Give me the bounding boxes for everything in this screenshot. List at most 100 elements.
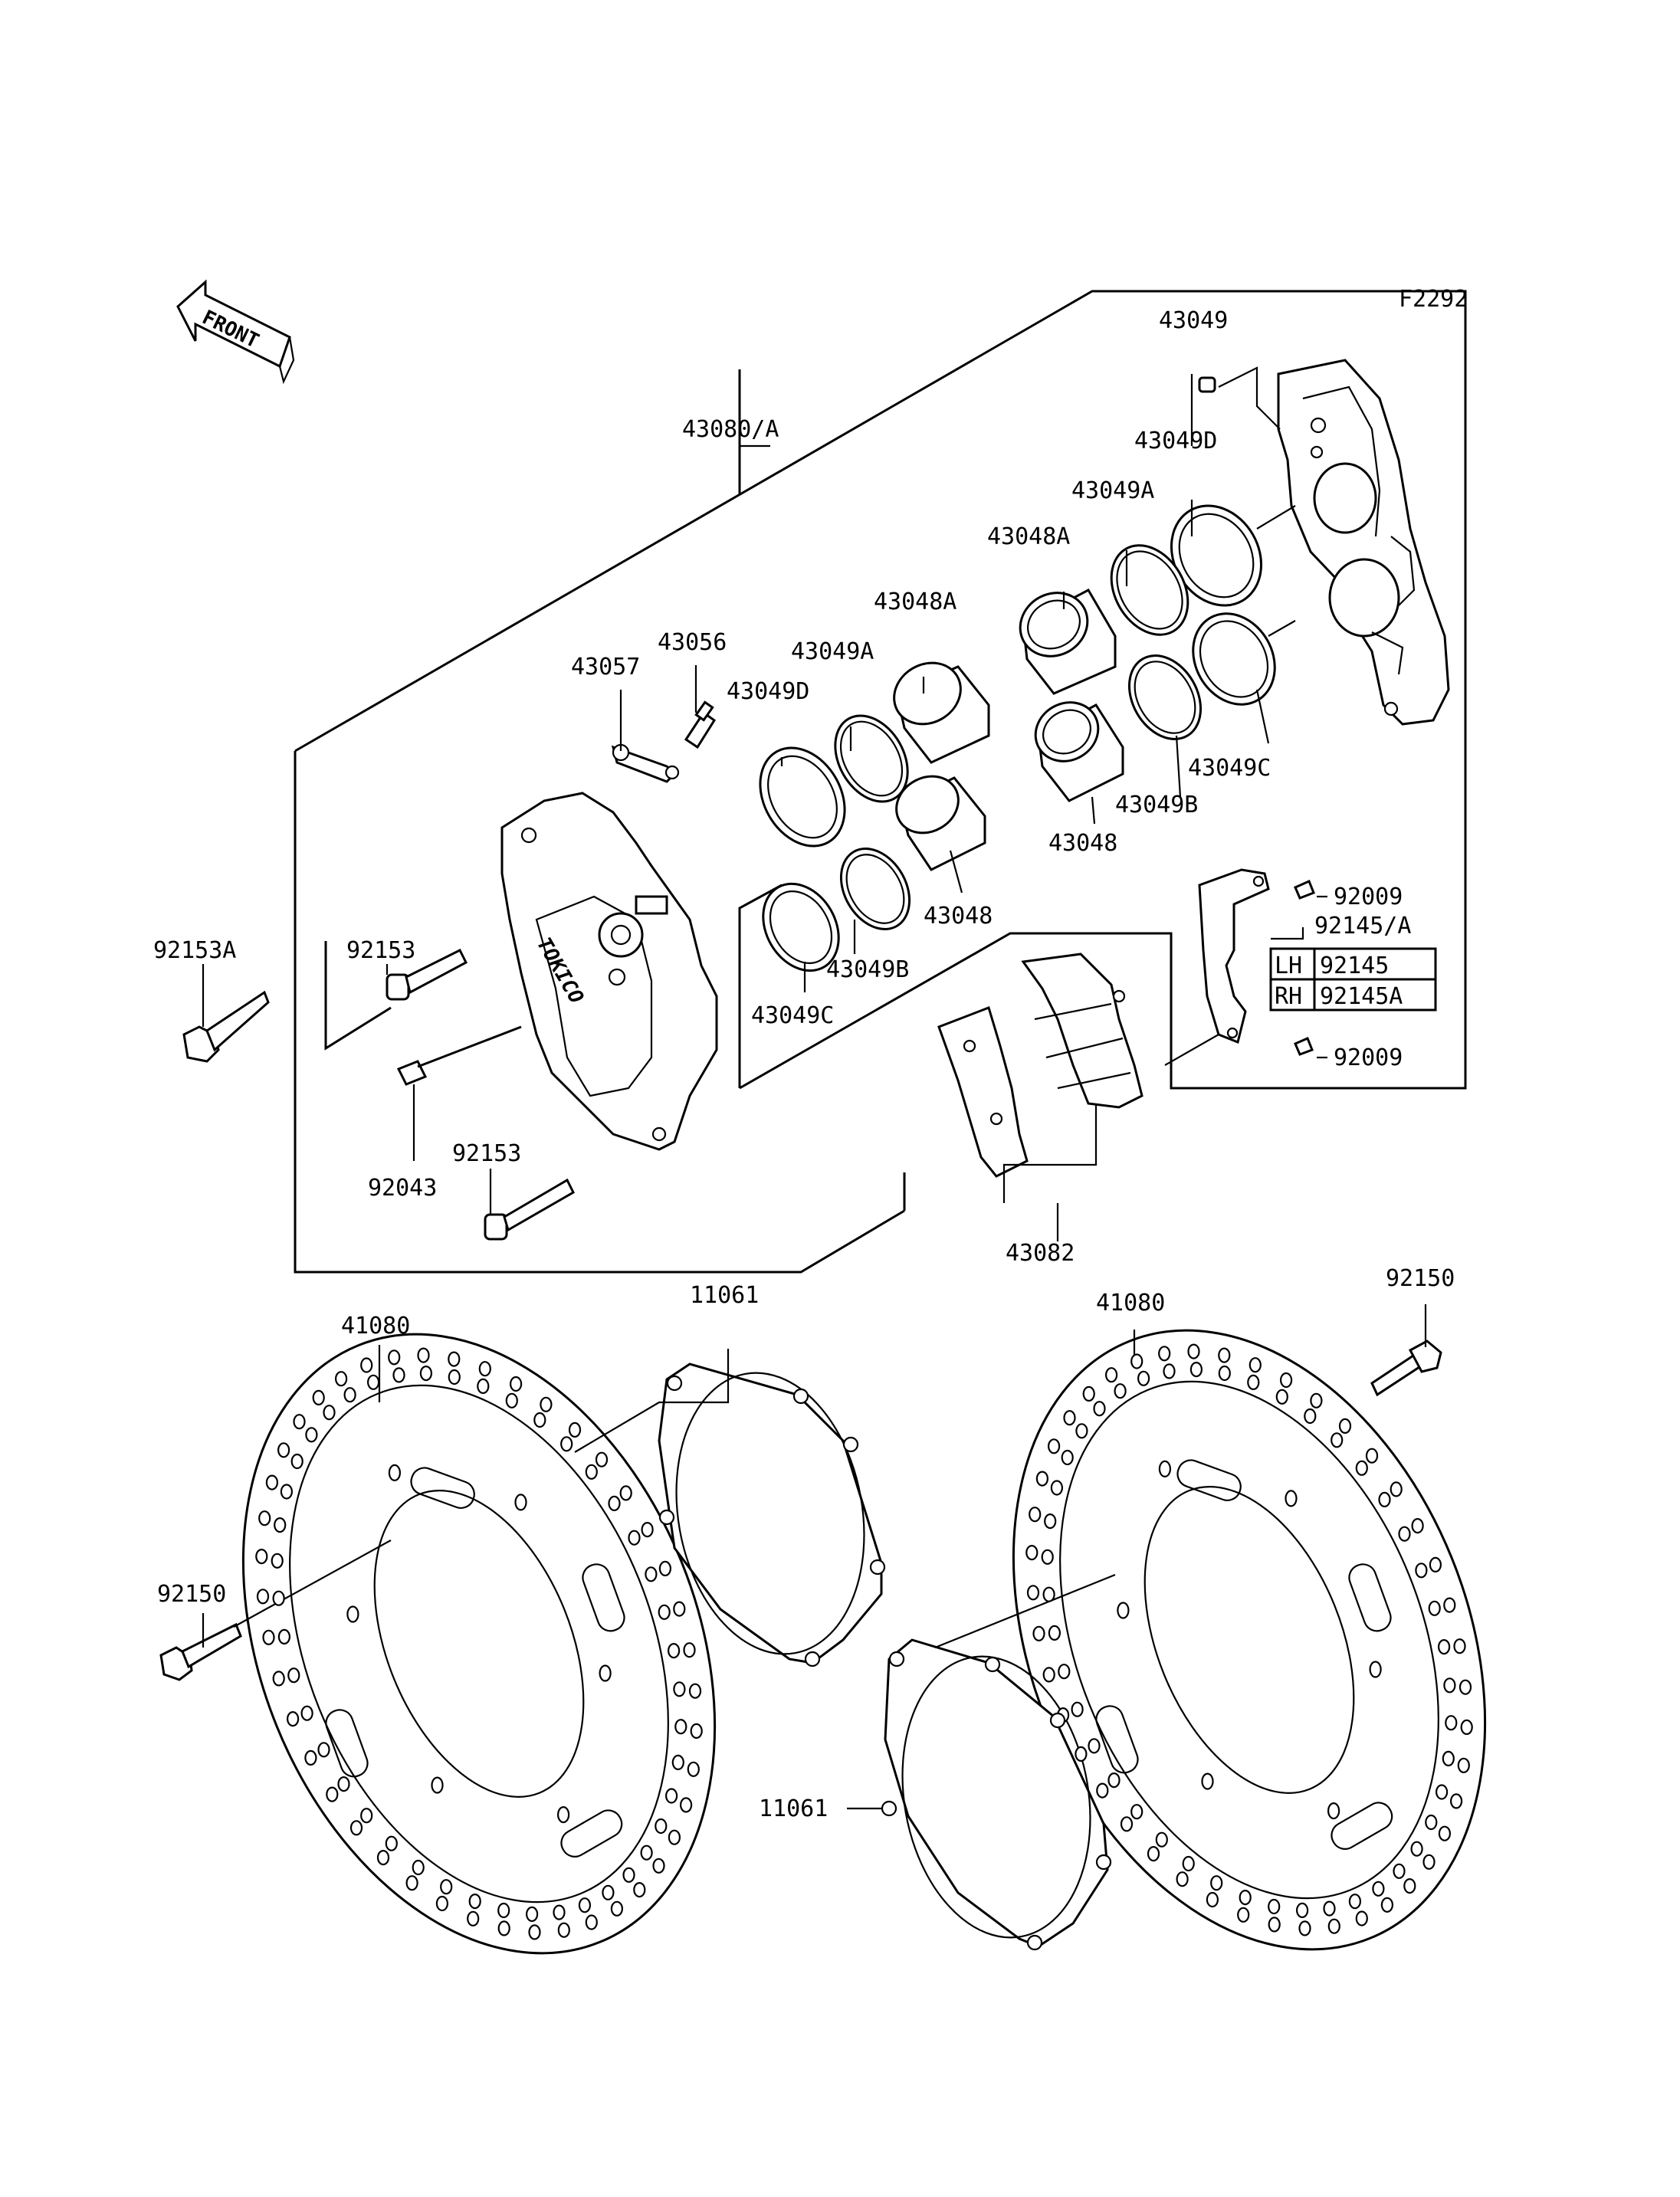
label-43048-right: 43048 bbox=[1048, 830, 1117, 857]
right-disc-cooling-hole bbox=[1107, 1772, 1121, 1789]
right-disc-cooling-hole bbox=[1210, 1875, 1223, 1891]
left-disc-cooling-hole bbox=[687, 1761, 700, 1777]
table-row-0-part: 92145 bbox=[1320, 953, 1389, 979]
right-disc-cooling-hole bbox=[1268, 1898, 1281, 1915]
right-disc-cooling-hole bbox=[1338, 1418, 1352, 1435]
right-disc-cooling-hole bbox=[1327, 1918, 1340, 1934]
right-disc-cooling-hole bbox=[1460, 1719, 1473, 1735]
left-disc-cooling-hole bbox=[533, 1412, 546, 1428]
right-disc-cooling-hole bbox=[1218, 1365, 1231, 1382]
label-43049a-mid: 43049A bbox=[791, 638, 874, 665]
label-43049: 43049 bbox=[1159, 307, 1228, 334]
right-disc-cooling-hole bbox=[1295, 1902, 1309, 1918]
right-disc-cooling-hole bbox=[1176, 1871, 1189, 1887]
right-disc-cooling-hole bbox=[1304, 1408, 1317, 1425]
right-disc-cooling-hole bbox=[1459, 1679, 1472, 1695]
label-43048a-mid: 43048A bbox=[874, 589, 956, 615]
label-92153-top: 92153 bbox=[346, 937, 415, 964]
left-disc-cooling-hole bbox=[417, 1347, 430, 1363]
left-disc-cooling-hole bbox=[255, 1548, 268, 1565]
left-disc-cooling-hole bbox=[645, 1566, 658, 1582]
label-43057: 43057 bbox=[571, 654, 640, 680]
label-43049c-right: 43049C bbox=[1188, 755, 1271, 782]
part-labels: 43080/A 43049 43049D 43049A 43048A 43048… bbox=[153, 307, 1455, 1822]
left-disc-cooling-hole bbox=[477, 1378, 490, 1395]
right-disc-cooling-hole bbox=[1422, 1854, 1436, 1870]
right-disc-cooling-hole bbox=[1063, 1410, 1076, 1426]
label-41080-left: 41080 bbox=[341, 1313, 410, 1340]
left-disc-cooling-hole bbox=[440, 1879, 453, 1895]
left-disc-cooling-hole bbox=[256, 1589, 270, 1605]
left-disc-cooling-hole bbox=[674, 1719, 687, 1735]
left-disc-cooling-hole bbox=[262, 1629, 275, 1645]
right-brake-disc-41080 bbox=[1012, 1329, 1487, 1951]
right-disc-cooling-hole bbox=[1372, 1881, 1385, 1897]
left-disc-cooling-hole bbox=[412, 1859, 425, 1876]
spacer-ring-bolt-hole bbox=[984, 1656, 1001, 1673]
right-caliper-half bbox=[1277, 359, 1450, 726]
left-disc-cooling-hole bbox=[293, 1414, 306, 1430]
right-disc-cooling-hole bbox=[1032, 1625, 1045, 1641]
left-disc-cooling-hole bbox=[405, 1875, 418, 1891]
left-disc-cooling-hole bbox=[435, 1895, 449, 1912]
left-disc-cooling-hole bbox=[540, 1396, 553, 1412]
left-disc-mount-hole bbox=[346, 1605, 359, 1623]
right-disc-cooling-hole bbox=[1425, 1814, 1438, 1831]
right-disc-cooling-hole bbox=[1429, 1556, 1442, 1573]
left-disc-cooling-hole bbox=[608, 1495, 621, 1512]
right-disc-cooling-hole bbox=[1268, 1917, 1281, 1933]
left-disc-cooling-hole bbox=[688, 1683, 702, 1699]
left-disc-cooling-hole bbox=[497, 1902, 510, 1919]
left-disc-cooling-hole bbox=[272, 1590, 285, 1606]
middle-seals-pistons bbox=[759, 661, 990, 972]
right-disc-cooling-hole bbox=[1378, 1491, 1391, 1508]
left-disc-cooling-hole bbox=[305, 1427, 318, 1443]
left-disc-cooling-hole bbox=[290, 1453, 304, 1470]
left-disc-cooling-hole bbox=[664, 1788, 678, 1804]
brake-pads-43082 bbox=[937, 953, 1144, 1178]
left-disc-cooling-hole bbox=[497, 1920, 510, 1936]
left-disc-cooling-hole bbox=[448, 1351, 461, 1367]
right-disc-cooling-hole bbox=[1410, 1841, 1423, 1857]
left-disc-cooling-hole bbox=[349, 1820, 363, 1836]
left-disc-cooling-hole bbox=[272, 1671, 285, 1687]
right-disc-cooling-hole bbox=[1355, 1910, 1368, 1926]
left-disc-cooling-hole bbox=[679, 1797, 693, 1813]
left-disc-cooling-hole bbox=[385, 1835, 398, 1851]
right-disc-cooling-hole bbox=[1029, 1507, 1042, 1523]
label-43049d-mid: 43049D bbox=[727, 678, 809, 705]
right-disc-cooling-hole bbox=[1075, 1423, 1088, 1439]
left-disc-cooling-hole bbox=[312, 1389, 325, 1406]
bolt-92153-top bbox=[386, 948, 468, 1001]
right-disc-cooling-hole bbox=[1042, 1586, 1055, 1602]
left-disc-cooling-hole bbox=[304, 1749, 317, 1766]
right-disc-cooling-hole bbox=[1035, 1471, 1049, 1487]
label-43048-mid: 43048 bbox=[924, 903, 993, 930]
right-disc-cooling-hole bbox=[1428, 1600, 1441, 1616]
label-92153a: 92153A bbox=[153, 937, 236, 964]
left-disc-cooling-hole bbox=[343, 1387, 356, 1403]
left-disc-cooling-hole bbox=[509, 1376, 523, 1392]
left-disc-cooling-hole bbox=[277, 1442, 290, 1458]
left-disc-cooling-hole bbox=[585, 1914, 598, 1930]
right-disc-cooling-hole bbox=[1147, 1846, 1160, 1862]
left-disc-cooling-hole bbox=[277, 1628, 290, 1644]
left-disc-cooling-hole bbox=[448, 1369, 461, 1385]
right-disc-cooling-hole bbox=[1443, 1597, 1456, 1613]
right-disc-cooling-hole bbox=[1380, 1897, 1394, 1913]
spacer-ring-bolt-hole bbox=[881, 1800, 897, 1817]
label-92009-top: 92009 bbox=[1334, 884, 1403, 910]
left-disc-cooling-hole bbox=[467, 1910, 480, 1926]
right-disc-cooling-hole bbox=[1120, 1816, 1134, 1832]
right-disc-cooling-hole bbox=[1041, 1549, 1054, 1565]
right-disc-cooling-hole bbox=[1438, 1825, 1452, 1841]
right-disc-cooling-hole bbox=[1071, 1701, 1084, 1717]
label-92153-bottom: 92153 bbox=[452, 1140, 521, 1167]
left-disc-cooling-hole bbox=[667, 1643, 681, 1659]
right-disc-cooling-hole bbox=[1443, 1677, 1456, 1694]
disc-bolt-92150-right bbox=[1370, 1340, 1442, 1397]
spacer-ring-bolt-hole bbox=[1049, 1712, 1066, 1729]
left-disc-cooling-hole bbox=[628, 1530, 641, 1546]
left-disc-cooling-hole bbox=[300, 1705, 313, 1721]
right-disc-cooling-hole bbox=[1114, 1383, 1127, 1399]
